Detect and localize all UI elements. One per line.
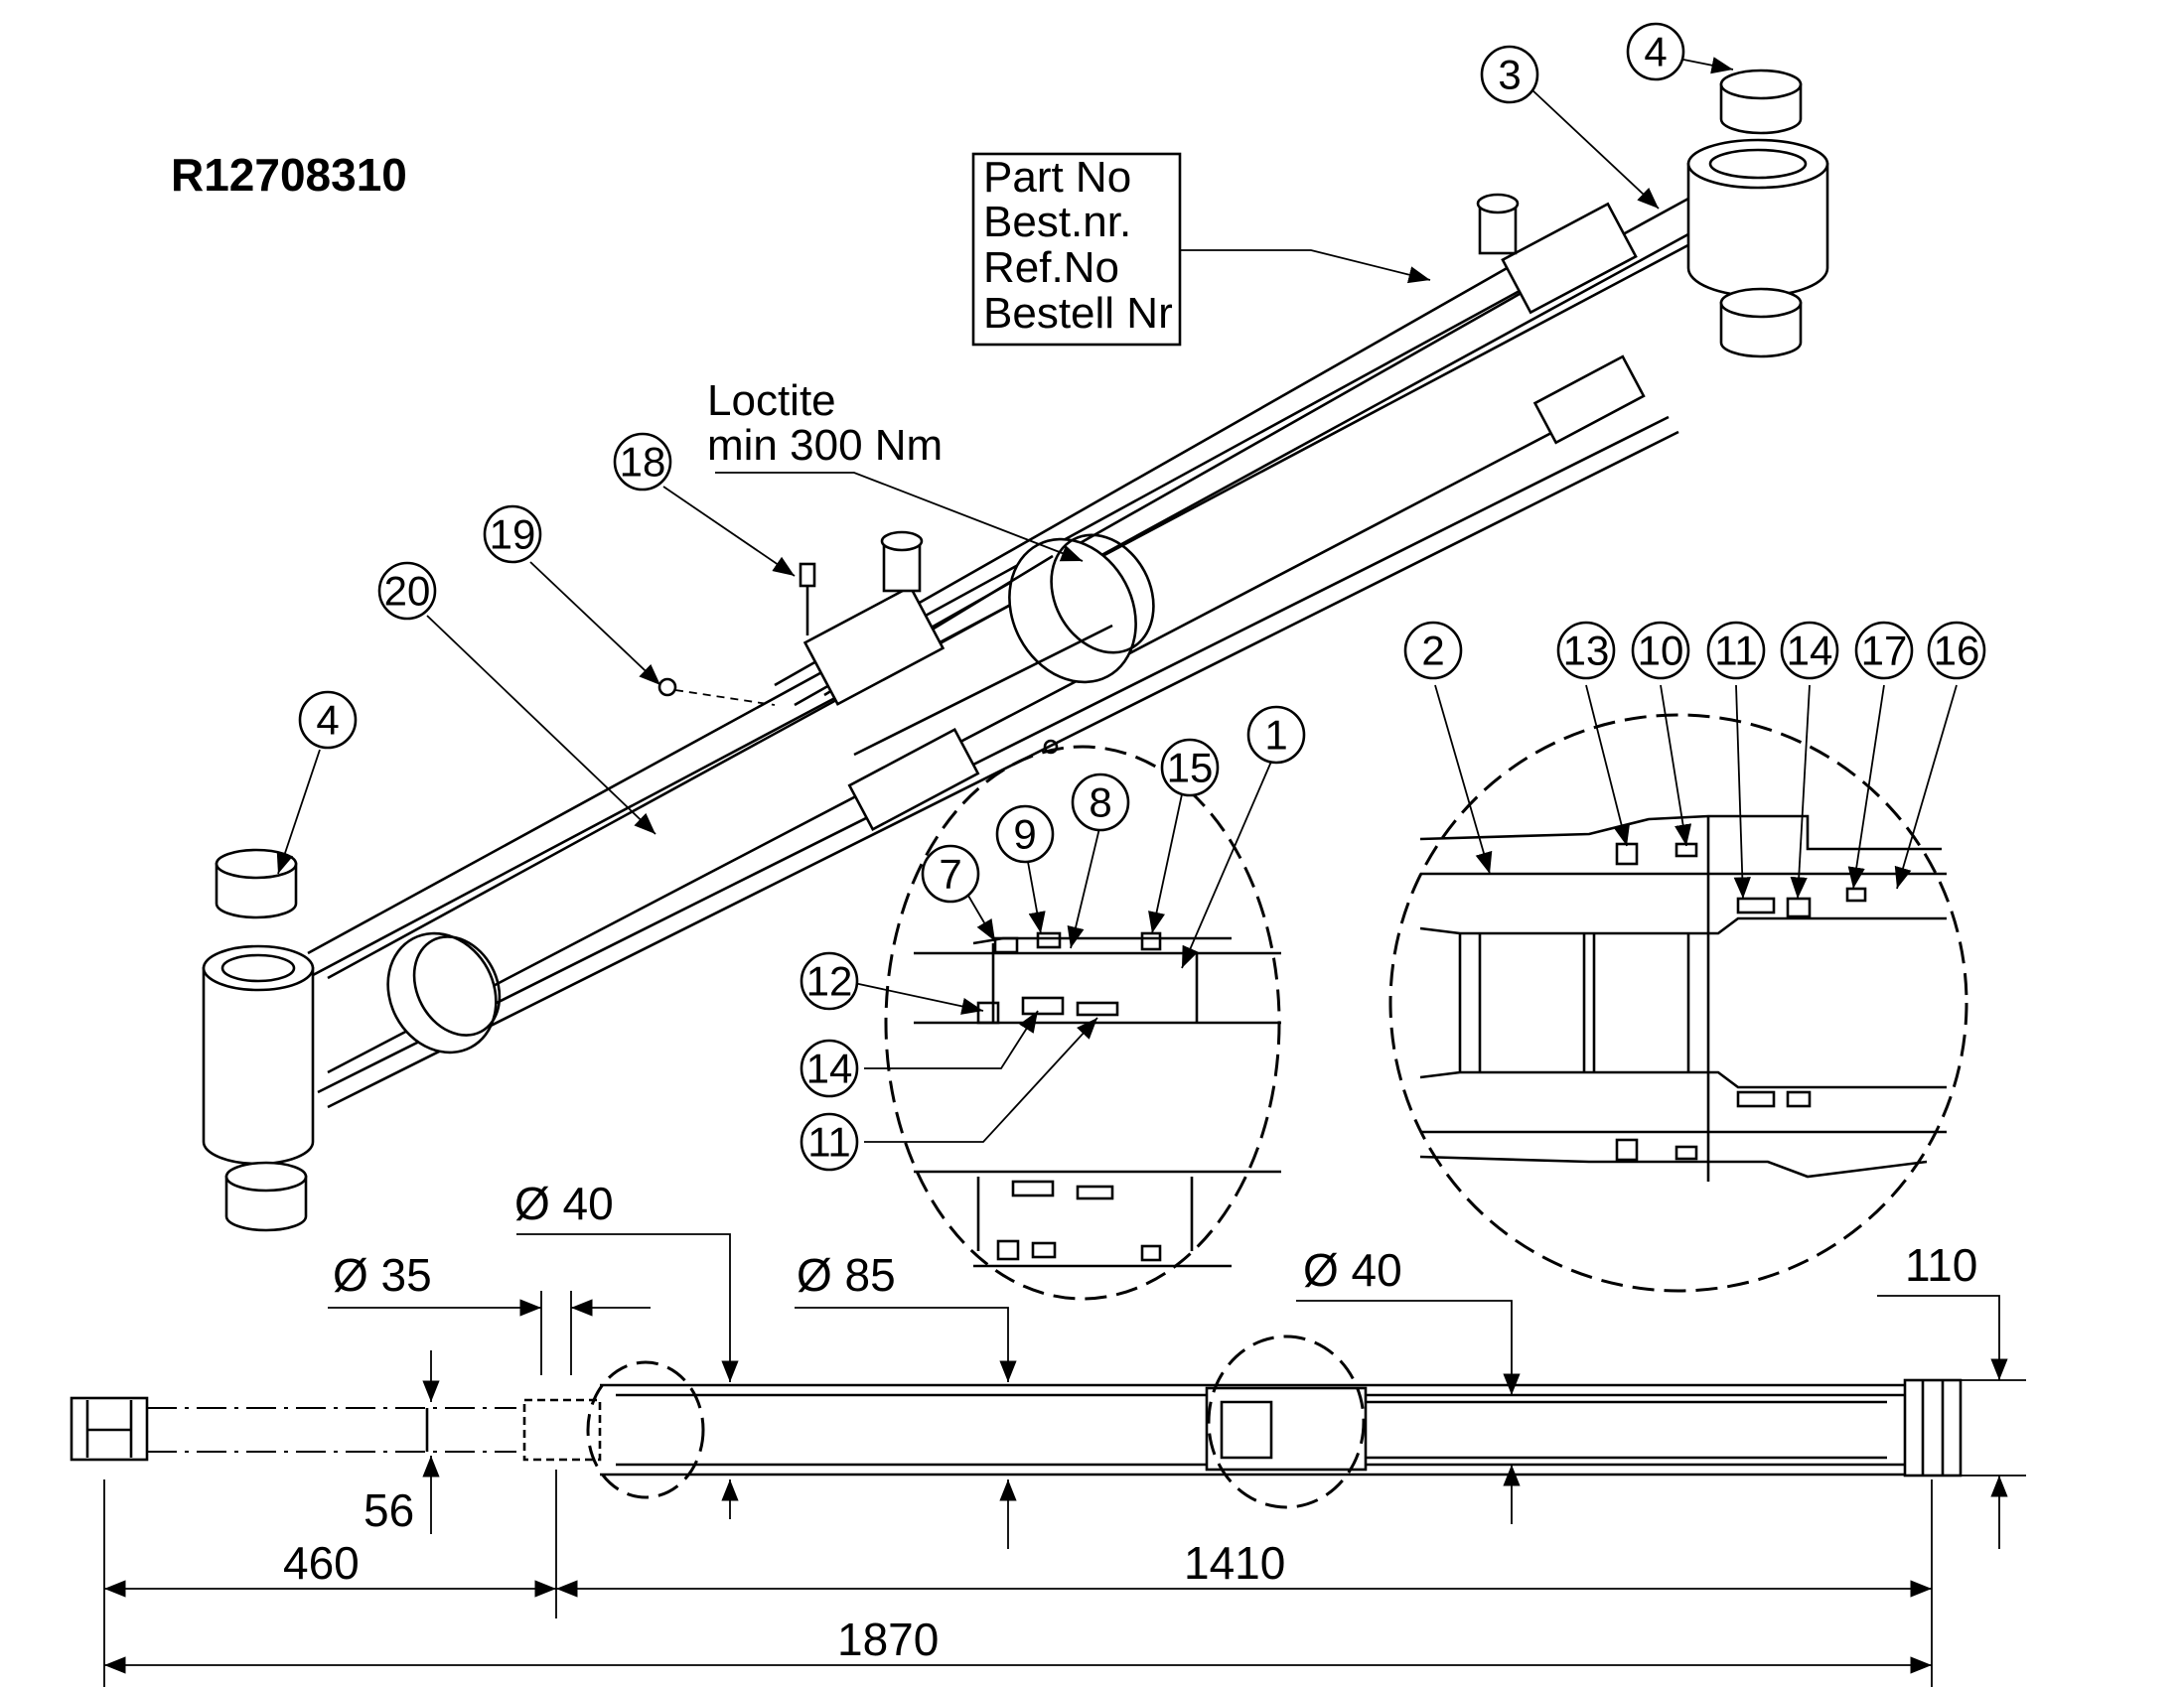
part-label-line-4: Bestell Nr <box>983 289 1173 338</box>
balloon-4-right: 4 <box>1626 22 1685 81</box>
svg-text:10: 10 <box>1638 628 1684 674</box>
balloon-7: 7 <box>921 844 980 904</box>
svg-text:9: 9 <box>1013 811 1036 858</box>
svg-text:17: 17 <box>1861 628 1908 674</box>
iso-leaders <box>276 57 1734 875</box>
balloon-4-left: 4 <box>298 690 358 750</box>
balloon-2: 2 <box>1403 621 1463 680</box>
balloon-14-detail1: 14 <box>800 1039 859 1098</box>
svg-text:1: 1 <box>1264 712 1287 759</box>
svg-text:18: 18 <box>620 439 666 486</box>
dim-56: 56 <box>364 1484 414 1536</box>
dim-110: 110 <box>1905 1239 1977 1291</box>
part-label-line-1: Part No <box>983 153 1131 202</box>
svg-text:16: 16 <box>1934 628 1980 674</box>
svg-text:11: 11 <box>807 1119 851 1166</box>
balloon-19: 19 <box>483 504 542 564</box>
balloon-10: 10 <box>1631 621 1690 680</box>
detail-view-2 <box>1388 684 1968 1293</box>
svg-text:13: 13 <box>1563 628 1610 674</box>
svg-text:14: 14 <box>806 1046 853 1092</box>
svg-text:8: 8 <box>1089 779 1111 826</box>
side-view <box>70 1335 1963 1509</box>
svg-text:7: 7 <box>939 851 961 898</box>
isometric-assembly <box>202 69 1829 1232</box>
dim-diameter-35: Ø 35 <box>333 1249 432 1301</box>
balloon-16: 16 <box>1927 621 1986 680</box>
balloon-11-detail1: 11 <box>800 1112 859 1172</box>
balloon-17: 17 <box>1854 621 1914 680</box>
drawing-number: R12708310 <box>171 149 407 201</box>
balloon-20: 20 <box>377 561 437 621</box>
dimension-lines <box>103 1233 2026 1687</box>
detail-view-1 <box>853 745 1281 1301</box>
svg-text:14: 14 <box>1787 628 1833 674</box>
balloon-14-detail2: 14 <box>1780 621 1839 680</box>
balloon-1: 1 <box>1246 705 1306 765</box>
part-label-line-2: Best.nr. <box>983 198 1131 246</box>
svg-text:19: 19 <box>490 511 536 558</box>
svg-text:3: 3 <box>1498 52 1521 98</box>
part-number-label: Part No Best.nr. Ref.No Bestell Nr <box>971 152 1431 347</box>
svg-text:11: 11 <box>1714 628 1758 674</box>
part-label-line-3: Ref.No <box>983 243 1119 292</box>
svg-text:2: 2 <box>1421 628 1444 674</box>
balloon-12: 12 <box>800 951 859 1011</box>
svg-text:12: 12 <box>806 958 853 1005</box>
dim-1870: 1870 <box>837 1614 939 1665</box>
svg-text:4: 4 <box>316 697 339 744</box>
balloon-11-detail2: 11 <box>1706 621 1766 680</box>
dim-460: 460 <box>283 1537 360 1589</box>
balloon-9: 9 <box>995 804 1055 864</box>
balloon-8: 8 <box>1071 773 1130 832</box>
loctite-note: Loctite min 300 Nm <box>707 376 1084 562</box>
dim-1410: 1410 <box>1184 1537 1285 1589</box>
dim-diameter-85: Ø 85 <box>797 1249 896 1301</box>
note-line-1: Loctite <box>707 376 836 425</box>
dim-diameter-40-left: Ø 40 <box>514 1178 614 1229</box>
balloon-13: 13 <box>1556 621 1616 680</box>
balloon-3: 3 <box>1480 45 1539 104</box>
balloon-15: 15 <box>1160 738 1220 797</box>
note-line-2: min 300 Nm <box>707 421 943 470</box>
balloon-18: 18 <box>613 432 672 492</box>
svg-text:4: 4 <box>1644 29 1667 75</box>
svg-text:20: 20 <box>384 568 431 615</box>
dim-diameter-40-right: Ø 40 <box>1303 1244 1402 1296</box>
svg-text:15: 15 <box>1167 745 1214 791</box>
